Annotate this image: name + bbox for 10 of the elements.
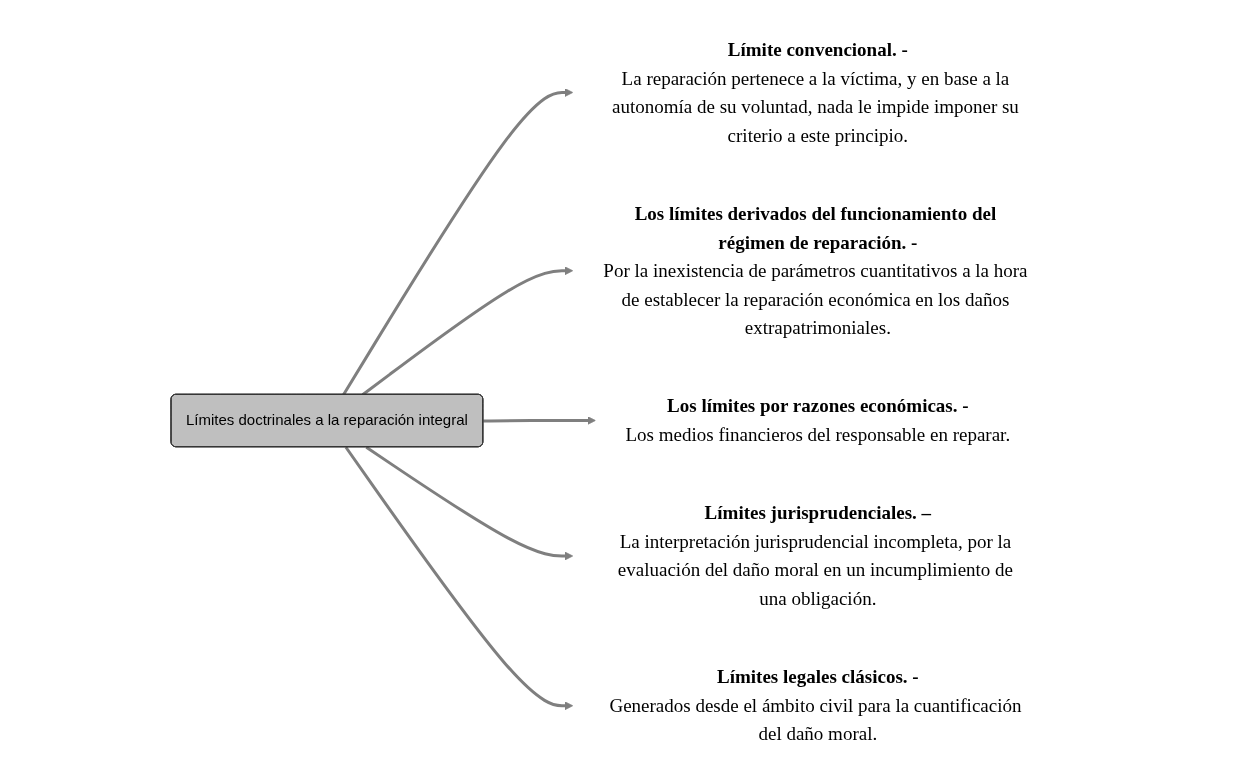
node-text: Los límites derivados del funcionamiento del régimen de reparación. - Por la inexistencia de parámetros cuantitativos a la hora de establecer la reparación económica en los daños extrapatrimoniales. bbox=[603, 202, 1028, 338]
node-text: Los límites por razones económicas. - Los medios financieros del responsable en reparar. bbox=[625, 395, 1011, 445]
node-text: Límites legales clásicos. - Generados desde el ámbito civil para la cuantificación del daño moral. bbox=[609, 666, 1022, 744]
node-text: Límite convencional. - La reparación pertenece a la víctima, y en base a la autonomía de su voluntad, nada le impide imponer su criterio a este principio. bbox=[612, 38, 1019, 145]
arrow bbox=[365, 446, 574, 561]
node-text: Límites jurisprudenciales. – La interpretación jurisprudencial incompleta, por la evaluación del daño moral en un incumplimiento de una obligación. bbox=[617, 502, 1014, 609]
arrow bbox=[344, 446, 574, 711]
arrow bbox=[483, 416, 596, 425]
arrow bbox=[361, 266, 574, 396]
arrow bbox=[342, 88, 574, 396]
